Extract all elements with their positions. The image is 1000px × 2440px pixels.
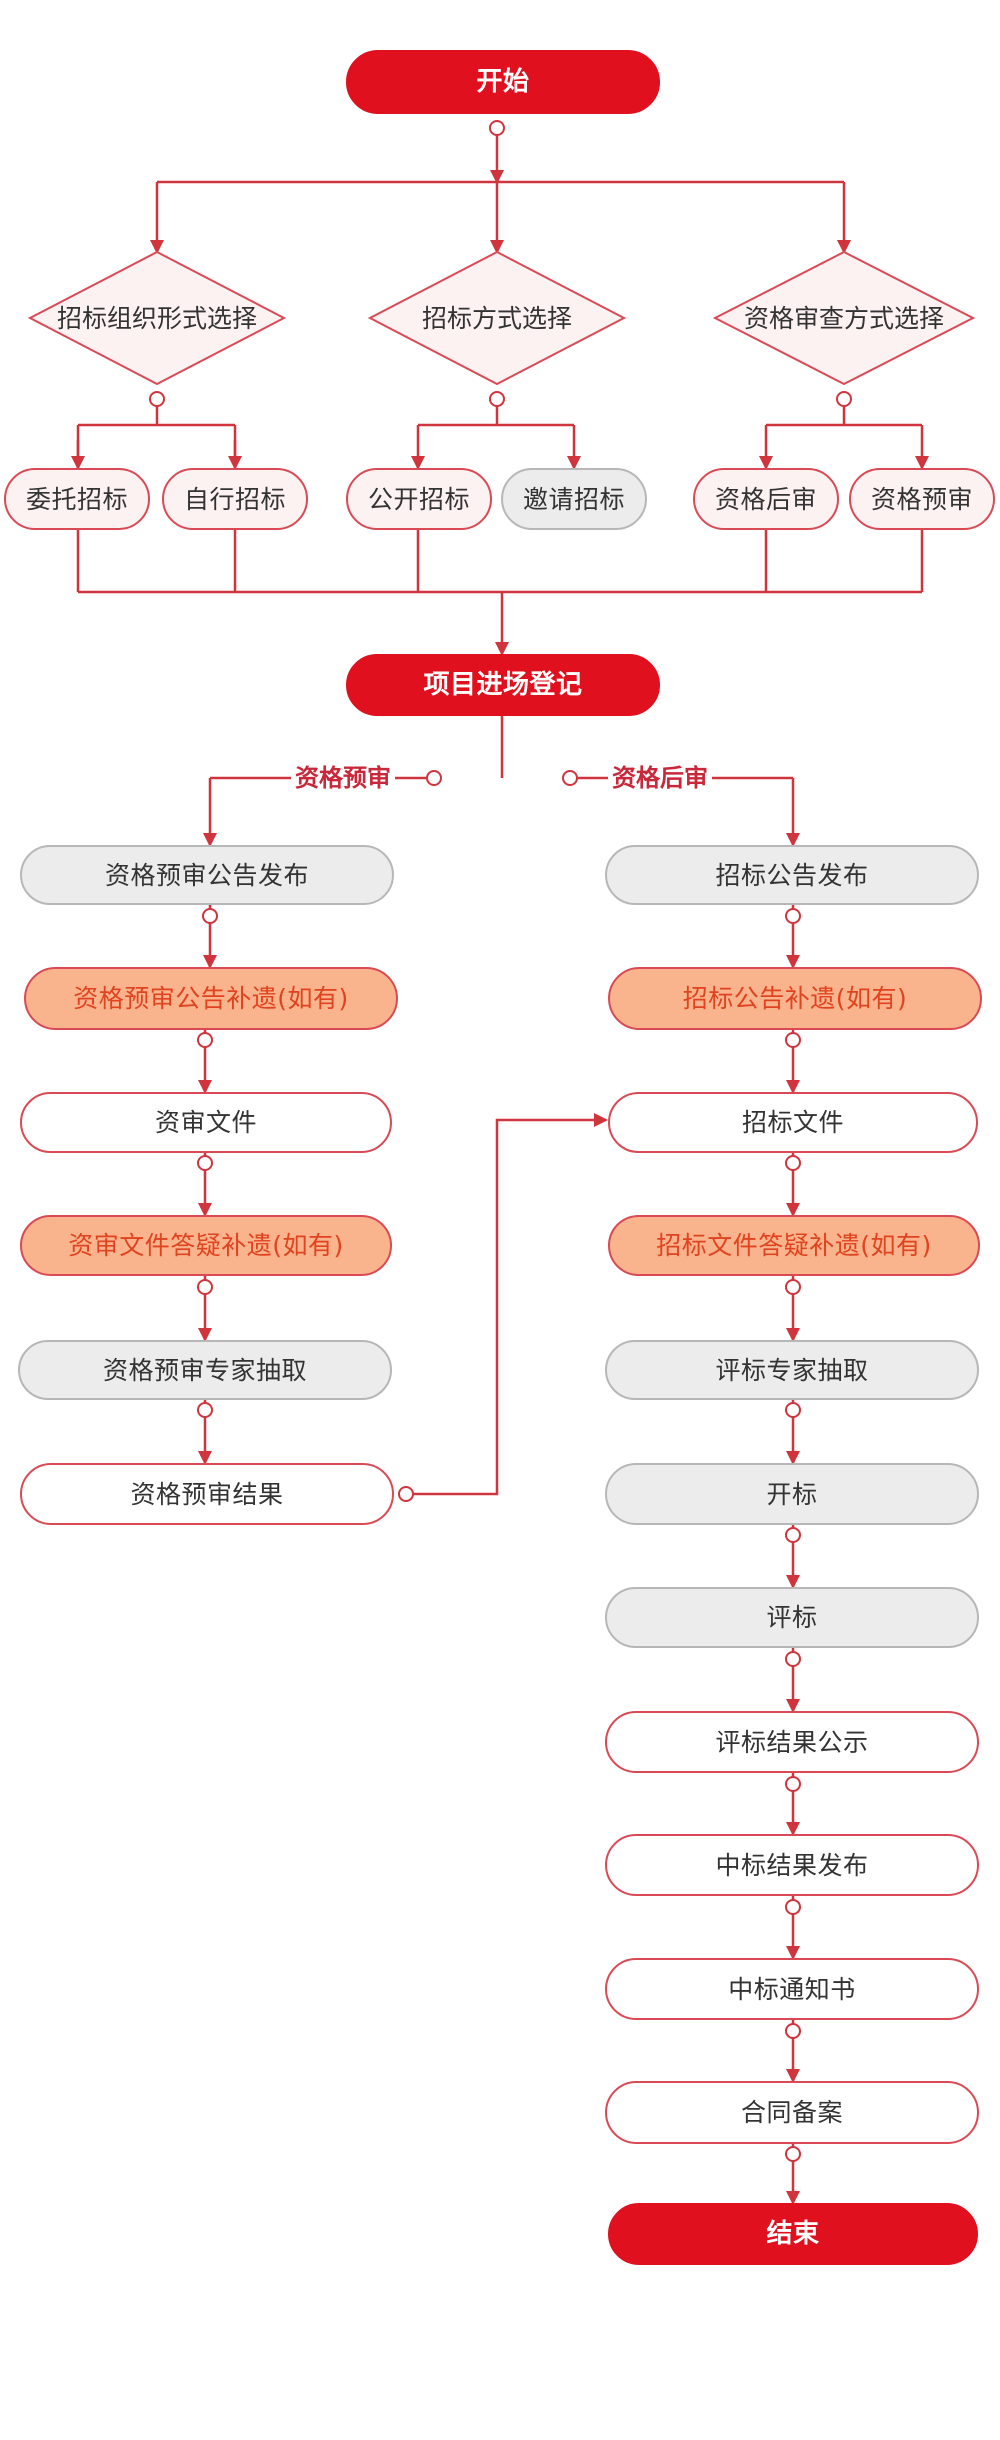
- right-step-contract-filing: 合同备案: [605, 2081, 979, 2144]
- connector-org-form-split: [76, 399, 237, 468]
- connector-dot: [562, 770, 578, 786]
- connector-bottom-bus: [76, 530, 924, 594]
- right-step-notice-addendum: 招标公告补遗(如有): [608, 967, 982, 1030]
- connector-dot: [836, 391, 852, 407]
- decision-diamond-method: [367, 250, 627, 386]
- right-step-notice: 招标公告发布: [605, 845, 979, 905]
- branch-label-pre-review: 资格预审: [291, 766, 395, 790]
- connector-dot: [426, 770, 442, 786]
- connector-dot: [785, 1651, 801, 1667]
- decision-diamond-org-form: [27, 250, 287, 386]
- option-pre-review: 资格预审: [849, 468, 995, 530]
- connector-dot: [785, 1032, 801, 1048]
- option-self: 自行招标: [162, 468, 308, 530]
- connector-left-to-right: [413, 1113, 608, 1496]
- left-step-expert-draw: 资格预审专家抽取: [18, 1340, 392, 1400]
- branch-label-post-review: 资格后审: [608, 766, 712, 790]
- connector-dot: [785, 1527, 801, 1543]
- connector-dot: [197, 1402, 213, 1418]
- left-step-notice: 资格预审公告发布: [20, 845, 394, 905]
- start-node: 开始: [346, 50, 660, 114]
- registration-node: 项目进场登记: [346, 654, 660, 716]
- right-step-tender-qa: 招标文件答疑补遗(如有): [608, 1215, 980, 1276]
- right-step-tender-docs: 招标文件: [608, 1092, 978, 1153]
- left-step-result: 资格预审结果: [20, 1463, 394, 1525]
- right-step-award-notice: 中标通知书: [605, 1958, 979, 2020]
- right-step-bid-opening: 开标: [605, 1463, 979, 1525]
- connector-dot: [489, 391, 505, 407]
- connector-dot: [785, 1899, 801, 1915]
- connector-dot: [785, 1402, 801, 1418]
- connector-dot: [785, 1776, 801, 1792]
- connector-dot: [197, 1155, 213, 1171]
- right-step-evaluation: 评标: [605, 1587, 979, 1648]
- connector-dot: [489, 120, 505, 136]
- connector-dot: [785, 908, 801, 924]
- right-step-expert-draw: 评标专家抽取: [605, 1340, 979, 1400]
- option-entrusted: 委托招标: [4, 468, 150, 530]
- connector-dot: [149, 391, 165, 407]
- decision-diamond-review: [712, 250, 976, 386]
- connector-dot: [785, 2023, 801, 2039]
- left-step-review-qa: 资审文件答疑补遗(如有): [20, 1215, 392, 1276]
- option-invite: 邀请招标: [501, 468, 647, 530]
- connector-dot: [785, 1279, 801, 1295]
- right-step-award-announcement: 中标结果发布: [605, 1834, 979, 1896]
- option-open: 公开招标: [346, 468, 492, 530]
- right-step-evaluation-publicity: 评标结果公示: [605, 1711, 979, 1773]
- connector-dot: [202, 908, 218, 924]
- connector-dot: [785, 1155, 801, 1171]
- end-node: 结束: [608, 2203, 978, 2265]
- option-post-review: 资格后审: [693, 468, 839, 530]
- decision-method-label: 招标方式选择: [421, 303, 572, 333]
- connector-dot: [785, 2146, 801, 2162]
- left-step-notice-addendum: 资格预审公告补遗(如有): [24, 967, 398, 1030]
- decision-org-form-label: 招标组织形式选择: [56, 303, 257, 333]
- connector-dot: [197, 1032, 213, 1048]
- left-step-review-docs: 资审文件: [20, 1092, 392, 1153]
- connector-dot: [398, 1486, 414, 1502]
- decision-review-label: 资格审查方式选择: [743, 303, 944, 333]
- connector-dot: [197, 1279, 213, 1295]
